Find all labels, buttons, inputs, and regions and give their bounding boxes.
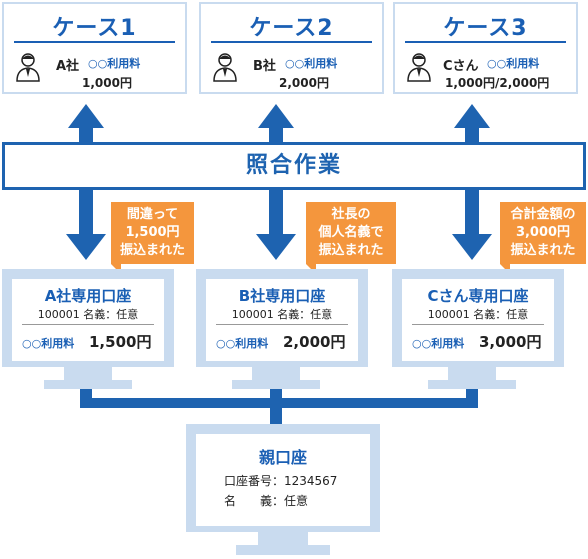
case-divider bbox=[405, 41, 566, 43]
account-detail: 100001 名義：任意 bbox=[427, 308, 529, 321]
monitor-stand-2 bbox=[252, 367, 300, 381]
up-arrow-head-3 bbox=[454, 104, 490, 128]
case-fee-label: ○○利用料 bbox=[88, 57, 141, 70]
parent-monitor-stand bbox=[258, 532, 308, 546]
account-fee-label: ○○利用料 bbox=[22, 337, 75, 350]
case-title: ケース2 bbox=[249, 16, 334, 41]
case-amount: 1,000円/2,000円 bbox=[445, 76, 550, 90]
down-arrow-shaft-1 bbox=[79, 190, 93, 235]
callout-line: 振込まれた bbox=[510, 243, 576, 258]
monitor-base-1 bbox=[44, 380, 132, 389]
up-arrow-head-1 bbox=[68, 104, 104, 128]
case-party: B社 bbox=[253, 59, 276, 74]
account-divider bbox=[22, 324, 154, 325]
monitor-stand-1 bbox=[64, 367, 112, 381]
account-name: A社専用口座 bbox=[44, 287, 132, 305]
person-icon bbox=[213, 53, 237, 82]
monitor-screen: B社専用口座 100001 名義：任意 ○○利用料 2,000円 bbox=[206, 279, 358, 361]
person-icon bbox=[16, 53, 40, 82]
callout-3: 合計金額の 3,000円 振込まれた bbox=[500, 202, 586, 264]
down-arrow-shaft-3 bbox=[465, 190, 479, 235]
monitor-base-3 bbox=[428, 380, 516, 389]
case-party: Cさん bbox=[443, 59, 479, 74]
case-fee-label: ○○利用料 bbox=[285, 57, 338, 70]
case-title: ケース1 bbox=[52, 16, 137, 41]
parent-monitor-base bbox=[236, 545, 330, 555]
case-title: ケース3 bbox=[443, 16, 528, 41]
callout-line: 社長の bbox=[331, 207, 371, 222]
account-monitor-1: A社専用口座 100001 名義：任意 ○○利用料 1,500円 bbox=[2, 269, 174, 367]
monitor-screen: Cさん専用口座 100001 名義：任意 ○○利用料 3,000円 bbox=[402, 279, 554, 361]
case-amount: 2,000円 bbox=[279, 76, 329, 90]
monitor-stand-3 bbox=[448, 367, 496, 381]
down-arrow-head-2 bbox=[256, 234, 296, 260]
case-card-1: ケース1 A社 ○○利用料 1,000円 bbox=[2, 2, 187, 94]
parent-account-holder: 名 義：任意 bbox=[224, 494, 309, 508]
tree-horizontal bbox=[80, 398, 478, 408]
account-amount: 3,000円 bbox=[479, 333, 542, 351]
account-detail: 100001 名義：任意 bbox=[231, 308, 333, 321]
callout-line: 個人名義で bbox=[318, 225, 384, 240]
account-name: B社専用口座 bbox=[238, 287, 326, 305]
monitor-screen: A社専用口座 100001 名義：任意 ○○利用料 1,500円 bbox=[12, 279, 164, 361]
account-detail: 100001 名義：任意 bbox=[37, 308, 139, 321]
up-arrow-head-2 bbox=[258, 104, 294, 128]
account-divider bbox=[216, 324, 348, 325]
up-arrow-shaft-2 bbox=[269, 127, 283, 143]
callout-line: 振込まれた bbox=[119, 243, 185, 258]
case-party: A社 bbox=[56, 59, 80, 74]
account-divider bbox=[412, 324, 544, 325]
case-fee-label: ○○利用料 bbox=[487, 57, 540, 70]
callout-line: 振込まれた bbox=[318, 243, 384, 258]
case-divider bbox=[14, 41, 175, 43]
parent-account-name: 親口座 bbox=[258, 448, 307, 467]
up-arrow-shaft-3 bbox=[465, 127, 479, 143]
callout-1: 間違って 1,500円 振込まれた bbox=[111, 202, 194, 264]
account-name: Cさん専用口座 bbox=[427, 287, 529, 305]
person-icon bbox=[407, 53, 431, 82]
parent-account-monitor: 親口座 口座番号：1234567 名 義：任意 bbox=[186, 424, 380, 532]
up-arrow-shaft-1 bbox=[79, 127, 93, 143]
up-arrows bbox=[68, 104, 490, 143]
case-card-3: ケース3 Cさん ○○利用料 1,000円/2,000円 bbox=[393, 2, 578, 94]
callout-line: 合計金額の bbox=[510, 207, 576, 222]
case-amount: 1,000円 bbox=[82, 76, 132, 90]
case-card-2: ケース2 B社 ○○利用料 2,000円 bbox=[199, 2, 384, 94]
callout-line: 3,000円 bbox=[515, 225, 571, 240]
down-arrow-head-3 bbox=[452, 234, 492, 260]
callout-line: 間違って bbox=[126, 207, 179, 222]
account-fee-label: ○○利用料 bbox=[216, 337, 269, 350]
down-arrows bbox=[66, 190, 492, 260]
parent-account-number: 口座番号：1234567 bbox=[224, 474, 338, 488]
account-amount: 1,500円 bbox=[89, 333, 152, 351]
account-monitor-3: Cさん専用口座 100001 名義：任意 ○○利用料 3,000円 bbox=[392, 269, 564, 367]
account-amount: 2,000円 bbox=[283, 333, 346, 351]
down-arrow-head-1 bbox=[66, 234, 106, 260]
callout-line: 1,500円 bbox=[125, 225, 180, 240]
down-arrow-shaft-2 bbox=[269, 190, 283, 235]
verification-bar: 照合作業 bbox=[2, 142, 586, 190]
callout-2: 社長の 個人名義で 振込まれた bbox=[306, 202, 396, 264]
account-monitor-2: B社専用口座 100001 名義：任意 ○○利用料 2,000円 bbox=[196, 269, 368, 367]
account-fee-label: ○○利用料 bbox=[412, 337, 465, 350]
monitor-screen: 親口座 口座番号：1234567 名 義：任意 bbox=[196, 434, 370, 526]
tree-lines bbox=[80, 388, 478, 426]
case-divider bbox=[211, 41, 372, 43]
monitor-base-2 bbox=[232, 380, 320, 389]
